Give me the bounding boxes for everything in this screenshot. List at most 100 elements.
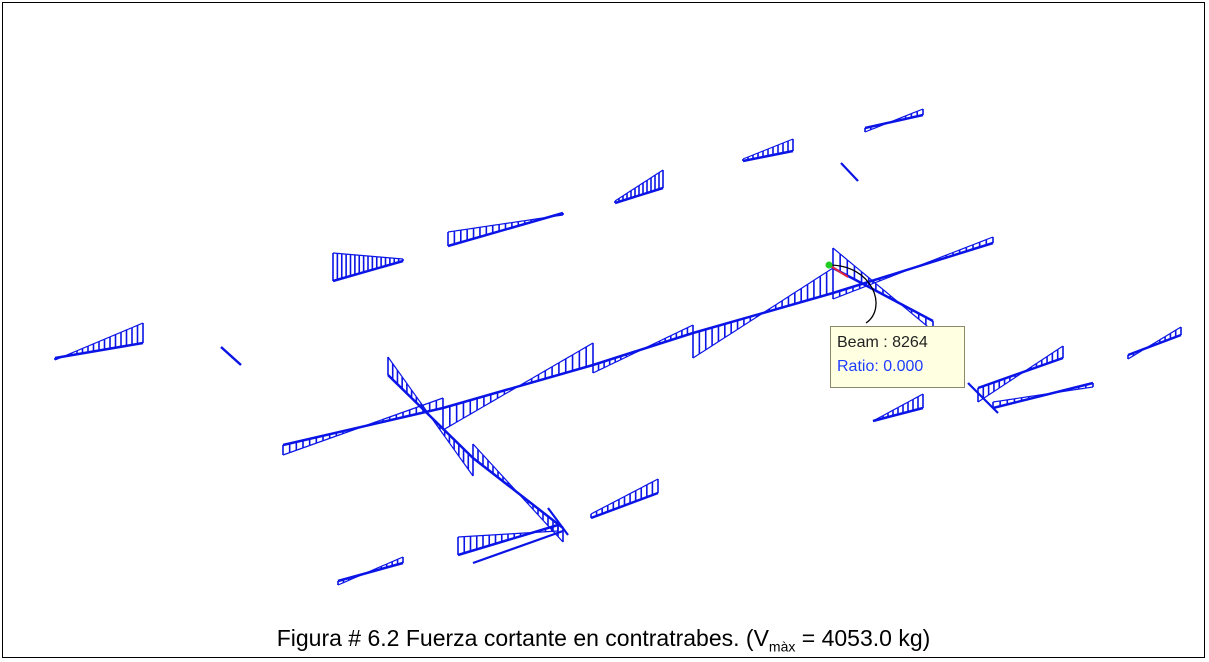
diagram-segment-707 — [840, 162, 859, 182]
diagram-segment-671 — [375, 565, 382, 570]
diagram-segment-439 — [893, 117, 901, 122]
diagram-segment-61 — [469, 409, 478, 415]
caption-prefix: Figura # 6.2 Fuerza cortante en contratr… — [276, 625, 769, 651]
diagram-segment-699 — [635, 487, 642, 492]
diagram-segment-247 — [420, 402, 427, 411]
diagram-segment-83 — [544, 366, 553, 372]
diagram-segment-601 — [1127, 355, 1134, 360]
diagram-segment-463 — [87, 343, 94, 347]
diagram-segment-179 — [826, 267, 834, 273]
diagram-segment-619 — [1175, 326, 1182, 331]
diagram-segment-219 — [952, 249, 960, 254]
diagram-segment-361 — [505, 221, 512, 225]
diagram-segment-237 — [396, 369, 403, 378]
diagram-segment-597 — [917, 393, 924, 398]
model-viewport[interactable] — [3, 3, 1203, 623]
diagram-segment-205 — [906, 267, 914, 272]
diagram-segment-55 — [449, 421, 457, 427]
diagram-segment-153 — [743, 320, 751, 326]
diagram-segment-357 — [492, 223, 500, 226]
diagram-segment-689 — [607, 501, 614, 506]
diagram-segment-305 — [557, 536, 564, 543]
diagram-segment-615 — [1164, 332, 1171, 338]
diagram-segment-391 — [634, 184, 640, 189]
diagram-segment-363 — [511, 221, 519, 224]
diagram-segment-141 — [705, 345, 713, 351]
diagram-segment-709 — [547, 507, 569, 536]
diagram-segment-573 — [1078, 387, 1086, 390]
diagram-segment-129 — [676, 329, 683, 334]
diagram-segment-423 — [782, 140, 789, 144]
diagram-segment-509 — [918, 318, 927, 326]
diagram-segment-125 — [664, 335, 672, 339]
diagram-segment-575 — [1085, 386, 1094, 389]
diagram-segment-243 — [411, 389, 417, 398]
diagram-segment-657 — [337, 582, 344, 586]
diagram-segment-139 — [699, 349, 707, 355]
diagram-segment-277 — [487, 459, 494, 467]
diagram-segment-175 — [813, 275, 821, 281]
diagram-segment-203 — [899, 270, 907, 274]
diagram-segment-215 — [939, 254, 947, 259]
diagram-segment-433 — [876, 124, 883, 128]
diagram-segment-481 — [137, 322, 144, 326]
diagram-segment-3 — [282, 452, 290, 456]
diagram-segment-39 — [402, 409, 410, 413]
diagram-segment-359 — [499, 222, 506, 226]
diagram-segment-425 — [787, 138, 794, 142]
diagram-segment-199 — [886, 275, 894, 279]
diagram-segment-229 — [986, 236, 994, 241]
diagram-segment-95 — [585, 342, 594, 348]
diagram-segment-59 — [463, 413, 471, 419]
diagram-segment-267 — [467, 469, 474, 477]
selected-node-marker[interactable] — [825, 261, 833, 269]
diagram-segment-19 — [336, 433, 344, 437]
diagram-segment-67 — [490, 397, 498, 403]
diagram-segment-9 — [302, 444, 310, 449]
diagram-segment-561 — [1035, 393, 1044, 397]
diagram-segment-349 — [467, 227, 474, 230]
diagram-segment-345 — [454, 229, 461, 232]
beam-tooltip: Beam : 8264 Ratio: 0.000 — [830, 326, 965, 388]
diagram-segment-195 — [872, 280, 880, 285]
diagram-segment-103 — [603, 364, 610, 369]
diagram-segment-549 — [992, 400, 1001, 403]
diagram-segment-157 — [756, 312, 764, 318]
diagram-segment-105 — [609, 361, 616, 366]
diagram-segment-65 — [483, 401, 492, 407]
diagram-segment-101 — [598, 367, 605, 371]
diagram-segment-706 — [220, 346, 242, 366]
diagram-segment-605 — [1138, 348, 1145, 354]
diagram-segment-365 — [518, 220, 525, 223]
diagram-segment-367 — [524, 219, 532, 222]
diagram-segment-525 — [1004, 380, 1011, 386]
diagram-segment-679 — [397, 556, 404, 560]
diagram-segment-453 — [60, 354, 67, 359]
diagram-segment-263 — [458, 455, 465, 464]
diagram-segment-49 — [436, 397, 444, 401]
diagram-segment-233 — [387, 356, 394, 364]
diagram-segment-667 — [364, 570, 371, 574]
diagram-segment-491 — [854, 265, 862, 273]
diagram-segment-595 — [912, 396, 919, 400]
diagram-segment-523 — [998, 383, 1005, 389]
diagram-segment-47 — [429, 399, 437, 404]
diagram-segment-417 — [767, 146, 774, 150]
diagram-segment-183 — [832, 295, 840, 300]
diagram-segment-275 — [482, 454, 489, 461]
diagram-segment-569 — [1064, 389, 1072, 392]
diagram-segment-611 — [1154, 339, 1161, 344]
diagram-segment-171 — [800, 283, 808, 289]
diagram-segment-225 — [972, 241, 980, 246]
diagram-segment-21 — [342, 430, 350, 435]
diagram-segment-531 — [1020, 369, 1027, 375]
tooltip-ratio-label: Ratio: 0.000 — [837, 358, 924, 375]
diagram-segment-293 — [527, 503, 534, 510]
diagram-segment-545 — [1057, 345, 1064, 351]
diagram-segment-13 — [316, 440, 324, 444]
diagram-segment-63 — [476, 405, 485, 411]
diagram-segment-191 — [859, 285, 867, 290]
diagram-segment-581 — [877, 415, 884, 419]
diagram-segment-591 — [902, 401, 909, 406]
diagram-segment-133 — [687, 324, 694, 329]
